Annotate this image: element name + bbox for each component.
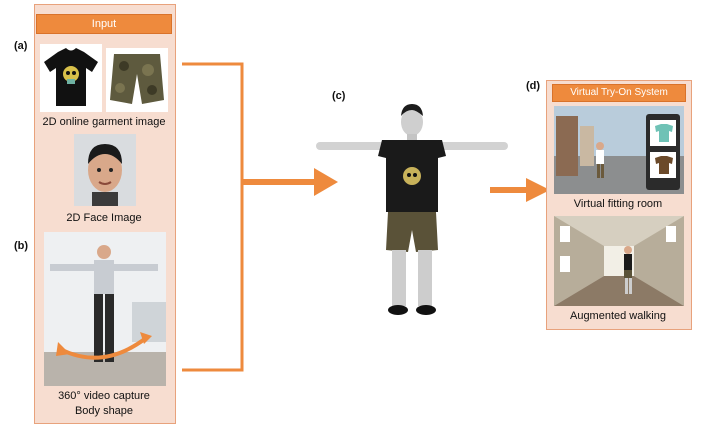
video-caption-line1: 360° video capture xyxy=(58,390,150,402)
label-d: (d) xyxy=(526,80,541,92)
input-panel-header: Input xyxy=(36,14,172,34)
label-a: (a) xyxy=(14,40,28,52)
face-caption: 2D Face Image xyxy=(66,212,142,224)
shorts-image xyxy=(106,48,168,112)
label-c: (c) xyxy=(332,90,346,102)
label-b: (b) xyxy=(14,240,29,252)
video-capture-image xyxy=(44,232,166,386)
fitting-room-image xyxy=(554,106,684,194)
garment-caption: 2D online garment image xyxy=(42,116,166,128)
avatar-figure xyxy=(312,100,512,325)
augmented-walking-caption: Augmented walking xyxy=(569,310,666,322)
system-panel-header: Virtual Try-On System xyxy=(552,84,686,102)
video-caption-line2: Body shape xyxy=(74,405,134,417)
tshirt-image xyxy=(40,44,102,112)
arrow-to-system xyxy=(490,178,550,202)
face-image xyxy=(74,134,136,206)
fitting-room-caption: Virtual fitting room xyxy=(573,198,663,210)
augmented-walking-image xyxy=(554,216,684,306)
